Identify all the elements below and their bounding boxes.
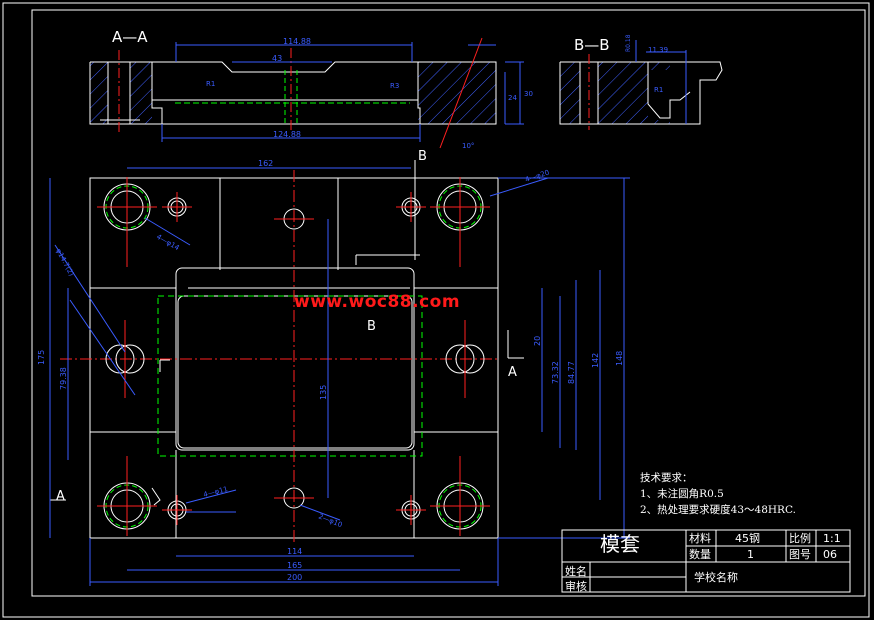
dim-bb-b: 11.39 (648, 46, 668, 54)
callout-hole-11: 4—φ11 (203, 485, 229, 499)
callout-hole-ang: φ14.7(2) (54, 247, 75, 278)
dim-175: 175 (37, 350, 46, 365)
qty-value: 1 (747, 548, 754, 561)
view-label-bb: B—B (574, 36, 610, 54)
side-pin-holes (105, 320, 485, 398)
dim-aa-30: 30 (524, 90, 533, 98)
plan-view: 162 175 79.38 135 20 73.32 84.77 142 148… (37, 149, 630, 586)
dim-aa-r2: R3 (390, 82, 399, 90)
dim-bb-c: R1 (654, 86, 663, 94)
qty-label: 数量 (689, 548, 711, 561)
drawing-no-value: 06 (823, 548, 837, 561)
section-view-bb: B—B R0.18 11.39 R1 (559, 34, 723, 130)
section-marker-a-right: A (508, 365, 517, 380)
scale-value: 1:1 (823, 532, 841, 545)
dim-165: 165 (287, 561, 302, 570)
section-marker-a-left: A (56, 489, 65, 504)
title-block (561, 529, 851, 593)
notes-line-2: 2、热处理要求硬度43～48HRC. (640, 504, 796, 516)
review-label: 审核 (565, 580, 587, 593)
section-marker-b-mid: B (367, 319, 376, 334)
dim-aa-angle: 10° (462, 142, 474, 150)
hole-bottom-left (97, 456, 157, 536)
callout-hole-10: 2—φ10 (317, 512, 343, 529)
drawing-no-label: 图号 (789, 548, 811, 561)
hole-top-left (97, 177, 157, 267)
name-label: 姓名 (565, 565, 587, 578)
dim-79: 79.38 (59, 367, 68, 390)
dim-84: 84.77 (567, 361, 576, 384)
dim-aa-top: 114.88 (283, 37, 311, 46)
section-marker-b-top: B (418, 149, 427, 164)
dim-20: 20 (533, 336, 542, 346)
callout-hole-14: 4—φ14 (155, 233, 181, 253)
hole-bottom-right (430, 456, 490, 536)
dim-142: 142 (591, 353, 600, 368)
dim-148: 148 (615, 351, 624, 366)
dim-aa-r: R1 (206, 80, 215, 88)
dim-aa-24: 24 (508, 94, 517, 102)
school-name: 学校名称 (694, 571, 738, 584)
technical-requirements: 技术要求： 1、未注圆角R0.5 2、热处理要求硬度43～48HRC. (640, 470, 796, 518)
view-label-aa: A—A (112, 28, 148, 46)
dim-114: 114 (287, 547, 302, 556)
notes-line-1: 1、未注圆角R0.5 (640, 488, 724, 500)
dim-162: 162 (258, 159, 273, 168)
dowel-holes (162, 192, 426, 525)
dim-73: 73.32 (551, 361, 560, 384)
material-label: 材料 (689, 532, 711, 545)
inner-frame (31, 9, 866, 597)
dim-aa-slot: 43 (272, 54, 282, 63)
scale-label: 比例 (789, 532, 811, 545)
watermark: www.woc88.com (294, 292, 461, 312)
dim-aa-bottom: 124.88 (273, 130, 301, 139)
hole-top-right (430, 177, 490, 267)
material-value: 45钢 (735, 532, 760, 545)
notes-title: 技术要求： (640, 472, 693, 484)
section-view-aa: 114.88 43 124.88 24 30 10° R1 R3 A—A (89, 28, 533, 150)
dim-bb-a: R0.18 (625, 34, 632, 52)
dim-200: 200 (287, 573, 302, 582)
dim-135: 135 (319, 385, 328, 400)
plan-dimensions (49, 167, 630, 586)
part-name: 模套 (600, 532, 640, 556)
